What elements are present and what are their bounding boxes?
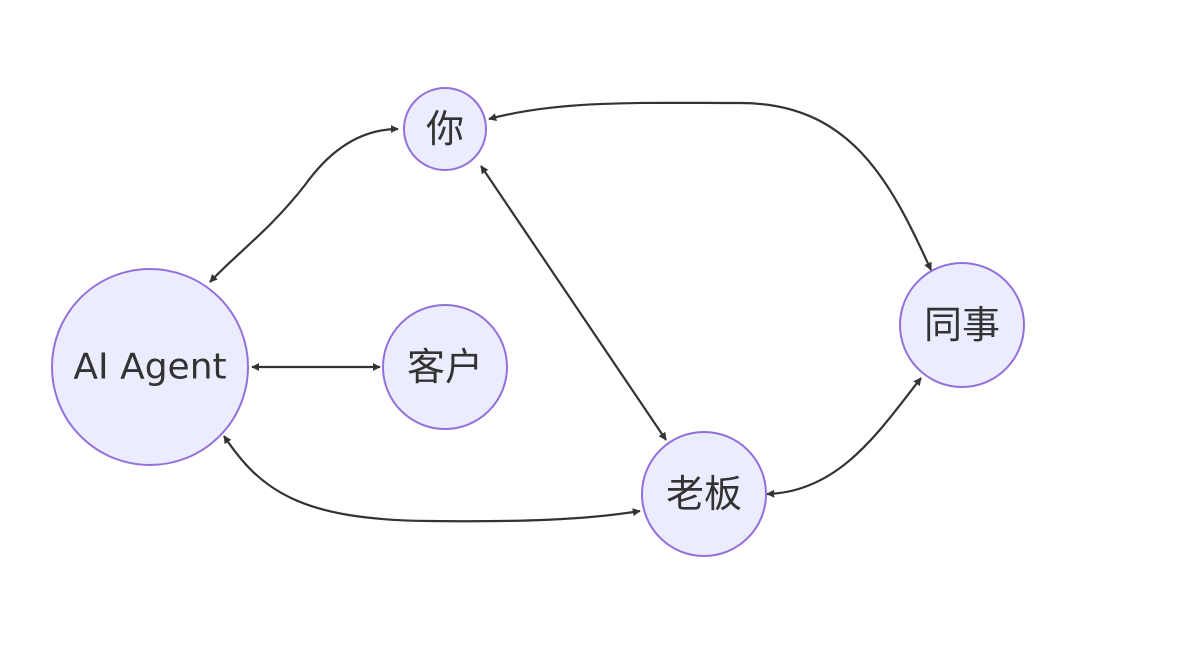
node-you-circle bbox=[403, 87, 487, 171]
node-colleague[interactable]: 同事 bbox=[899, 262, 1025, 388]
edge-you-ai-agent bbox=[209, 125, 399, 283]
node-ai-agent-label: AI Agent bbox=[73, 347, 226, 388]
node-ai-agent-circle bbox=[51, 268, 249, 466]
node-client[interactable]: 客户 bbox=[382, 304, 508, 430]
node-client-label: 客户 bbox=[407, 345, 483, 389]
edge-ai-agent-boss bbox=[223, 435, 641, 523]
node-boss[interactable]: 老板 bbox=[641, 431, 767, 557]
edge-you-colleague bbox=[488, 101, 933, 271]
node-you[interactable]: 你 bbox=[403, 87, 487, 171]
node-colleague-label: 同事 bbox=[924, 303, 1000, 347]
node-you-label: 你 bbox=[426, 107, 464, 151]
node-boss-label: 老板 bbox=[666, 472, 742, 516]
edge-colleague-boss bbox=[766, 377, 922, 498]
node-ai-agent[interactable]: AI Agent bbox=[51, 268, 249, 466]
edge-you-boss bbox=[480, 165, 667, 441]
edges bbox=[209, 101, 933, 523]
node-boss-circle bbox=[641, 431, 767, 557]
node-client-circle bbox=[382, 304, 508, 430]
node-colleague-circle bbox=[899, 262, 1025, 388]
